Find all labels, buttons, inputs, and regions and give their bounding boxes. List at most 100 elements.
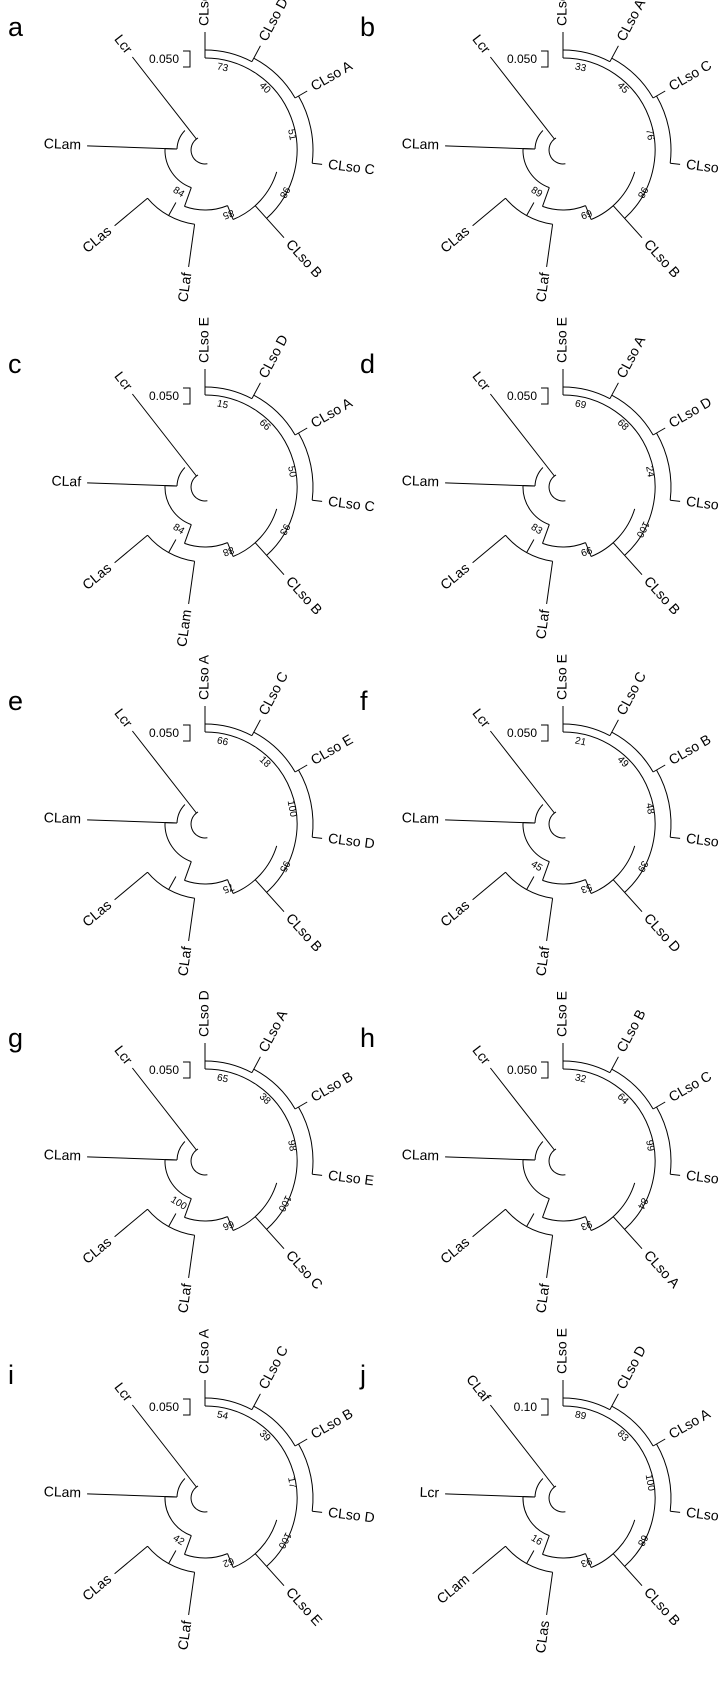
bootstrap-value: 75	[221, 881, 236, 895]
internal-branch	[184, 524, 192, 544]
leaf-branch	[312, 1173, 323, 1176]
bootstrap-value: 68	[635, 1533, 650, 1548]
clade-arc-2	[611, 1068, 654, 1110]
clade-arc-outer	[562, 1405, 656, 1567]
leaf-branch	[251, 382, 261, 399]
leaf-branch	[609, 719, 619, 736]
leaf-label: CLam	[44, 1146, 82, 1163]
leaf-branch	[188, 224, 196, 267]
leaf-branch	[612, 1216, 643, 1250]
bootstrap-value: 53	[579, 881, 594, 895]
leaf-branch	[546, 1235, 554, 1278]
leaf-branch	[670, 499, 681, 502]
leaf-label: Lcr	[111, 31, 136, 56]
root-arc	[548, 474, 566, 502]
clade-arc-6	[164, 485, 192, 526]
bootstrap-value: 100	[168, 1194, 188, 1212]
bootstrap-value: 66	[221, 1218, 236, 1232]
clade-arc-4	[590, 1519, 636, 1568]
bootstrap-value: 62	[221, 1555, 236, 1569]
leaf-label: CLso E	[554, 317, 570, 363]
leaf-label: CLam	[44, 135, 82, 152]
leaf-label: CLso E	[327, 1167, 375, 1188]
scale-bar-label: 0.050	[507, 52, 537, 66]
leaf-branch	[612, 1553, 643, 1587]
bootstrap-value: 95	[277, 859, 292, 874]
clade-arc-2	[253, 57, 296, 99]
bootstrap-value: 100	[285, 800, 299, 819]
leaf-label: CLso E	[554, 1328, 570, 1374]
bootstrap-value: 24	[643, 465, 656, 478]
clade-arc-6	[164, 1496, 192, 1537]
leaf-branch	[294, 764, 308, 773]
internal-branch	[184, 1198, 192, 1218]
leaf-branch	[294, 1438, 308, 1447]
internal-branch	[168, 876, 177, 890]
scale-bar	[183, 387, 191, 405]
root-arc	[548, 137, 566, 165]
bootstrap-value: 42	[171, 1533, 187, 1548]
leaf-label: CLso B	[283, 573, 326, 618]
clade-arc-outer	[562, 731, 656, 893]
internal-branch	[585, 1216, 592, 1231]
leaf-branch	[294, 427, 308, 436]
clade-arc-1	[204, 723, 253, 737]
bootstrap-value: 69	[574, 398, 588, 411]
leaf-label: CLas	[79, 560, 114, 593]
clade-arc-5	[542, 205, 586, 211]
bootstrap-value: 51	[285, 128, 298, 141]
leaf-branch	[546, 1572, 554, 1615]
leaf-label: CLso D	[196, 990, 212, 1037]
bootstrap-value: 17	[285, 1476, 298, 1489]
clade-arc-1	[562, 49, 611, 63]
bootstrap-value: 65	[216, 1072, 230, 1085]
leaf-label: Lcr	[469, 31, 494, 56]
clade-arc-4	[590, 1182, 636, 1231]
leaf-label: CLso C	[666, 57, 714, 94]
clade-arc-outer	[204, 57, 298, 219]
bootstrap-value: 45	[615, 80, 631, 96]
leaf-label: CLam	[433, 1571, 472, 1607]
internal-branch	[542, 1198, 550, 1218]
scale-bar	[183, 1061, 191, 1079]
leaf-branch	[87, 1156, 178, 1161]
leaf-label: CLso A	[308, 57, 356, 94]
clade-arc-3	[656, 95, 672, 164]
leaf-branch	[609, 45, 619, 62]
clade-arc-7	[534, 467, 544, 487]
leaf-label: CLam	[44, 1483, 82, 1500]
scale-bar	[541, 1061, 549, 1079]
leaf-label: Lcr	[469, 705, 494, 730]
scale-bar-label: 0.050	[149, 1400, 179, 1414]
clade-arc-5	[542, 879, 586, 885]
leaf-label: CLas	[79, 1234, 114, 1267]
leaf-label: Lcr	[419, 1484, 439, 1501]
bootstrap-value: 39	[257, 1428, 273, 1444]
clade-arc-5	[542, 1553, 586, 1559]
clade-arc-outer	[562, 57, 656, 219]
bootstrap-value: 93	[277, 522, 292, 537]
bootstrap-value: 32	[574, 1072, 588, 1085]
leaf-label: CLso B	[308, 1405, 356, 1442]
leaf-label: CLso B	[641, 573, 684, 618]
internal-branch	[542, 187, 550, 207]
leaf-label: CLas	[532, 1620, 552, 1655]
bootstrap-value: 98	[277, 185, 292, 200]
internal-branch	[168, 539, 177, 553]
outgroup-arc	[147, 534, 195, 562]
leaf-label: CLas	[437, 560, 472, 593]
bootstrap-value: 48	[643, 802, 656, 815]
internal-branch	[542, 861, 550, 881]
leaf-branch	[472, 534, 506, 564]
leaf-branch	[445, 819, 536, 824]
leaf-branch	[490, 393, 555, 477]
panel-letter: d	[360, 349, 375, 379]
leaf-label: CLso C	[666, 1068, 714, 1105]
internal-branch	[585, 542, 592, 557]
leaf-branch	[472, 871, 506, 901]
